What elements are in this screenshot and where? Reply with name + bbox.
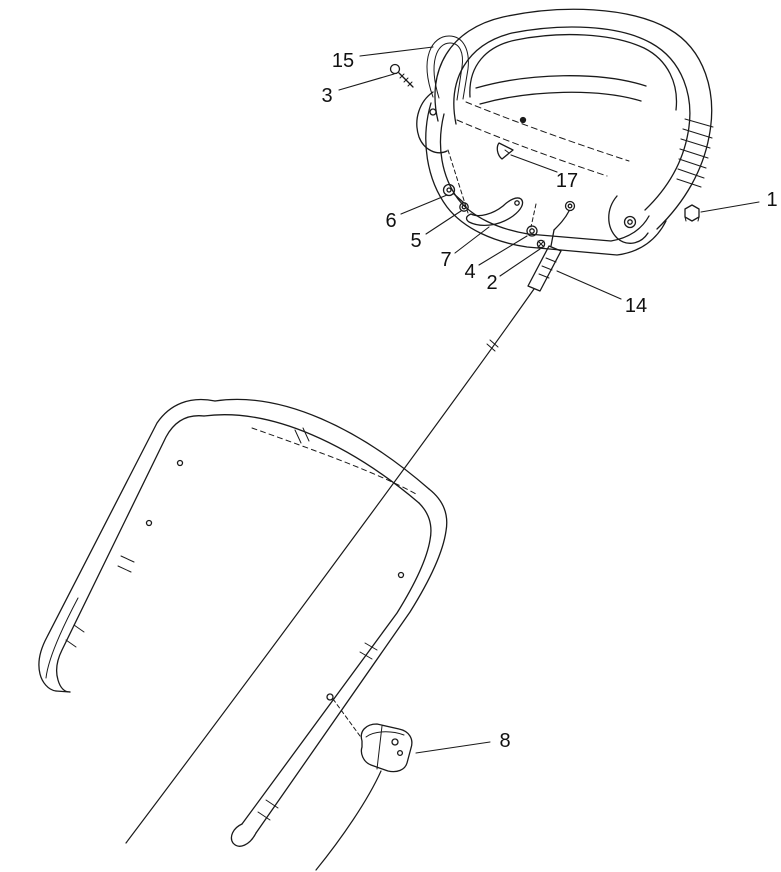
panel-tray-top [475, 75, 647, 89]
screw-17 [496, 142, 514, 160]
left-grip-accent [45, 597, 79, 679]
leader-line-4 [478, 235, 528, 266]
left-grip-ticks [65, 624, 85, 648]
part-label-8: 8 [499, 730, 511, 752]
leader-line-5 [425, 210, 462, 235]
right-grip-ticks [257, 799, 279, 821]
leader-line-15 [359, 46, 434, 57]
crossbar-lower-edge [203, 414, 420, 504]
cable-ferrule [486, 339, 499, 352]
part-label-6: 6 [385, 210, 397, 232]
leader-line-6 [400, 194, 448, 215]
leader-line-17 [510, 154, 558, 173]
hardware [389, 63, 700, 249]
rivet-ticks [117, 427, 378, 660]
handle-loop-inner [453, 26, 691, 211]
left-leg-outer-edge [38, 398, 216, 692]
tube-hole [145, 519, 153, 527]
bolt-6 [442, 183, 465, 204]
right-mount-hole [627, 219, 633, 225]
crossbar-upper-edge [214, 398, 430, 490]
upper-handle-assembly [416, 8, 714, 256]
leader-line-3 [338, 73, 395, 91]
leader-line-8 [415, 741, 491, 754]
nut-1 [684, 204, 700, 222]
left-mount-ear [416, 91, 448, 154]
part-label-3: 3 [321, 85, 333, 107]
bail-wire [426, 35, 469, 101]
nut-5 [459, 202, 469, 212]
bolt-3 [389, 63, 414, 88]
part-label-17: 17 [555, 170, 579, 192]
leader-line-2 [499, 248, 541, 277]
leader-line-1 [700, 201, 760, 213]
clamp-cable [315, 770, 382, 871]
lower-handle [38, 398, 448, 847]
left-leg-tip-cap [55, 690, 71, 693]
cable-end-fitting-14 [527, 200, 576, 292]
cable-clamp-8 [315, 698, 413, 871]
part-label-7: 7 [440, 249, 452, 271]
console-housing-outer [425, 102, 667, 256]
cable-wire [125, 288, 535, 844]
lever-7 [465, 197, 524, 227]
handle-loop-outer [434, 8, 713, 230]
right-leg-outer-edge [255, 488, 448, 834]
console-housing-inner [439, 113, 650, 242]
panel-tray-bottom [479, 91, 642, 105]
leader-line-7 [454, 226, 490, 254]
tube-hole [397, 571, 405, 579]
tube-hole [326, 693, 334, 701]
screw-2 [536, 239, 546, 249]
spring [676, 118, 714, 188]
right-leg-inner-edge [241, 502, 432, 825]
control-cable-assembly [125, 200, 576, 844]
part-label-2: 2 [486, 272, 498, 294]
left-mount-hole [429, 108, 437, 116]
part-label-14: 14 [624, 295, 648, 317]
washer-4 [526, 225, 538, 237]
part-label-1: 1 [766, 189, 778, 211]
tube-hole [176, 459, 184, 467]
right-mount-ring [623, 215, 637, 229]
hidden-lines [447, 101, 630, 228]
leader-lines [338, 46, 760, 754]
handle-loop-rim [469, 33, 678, 111]
part-label-15: 15 [331, 50, 355, 72]
left-leg-inner-edge [55, 415, 205, 693]
leader-line-14 [556, 270, 622, 300]
panel-pivot-dot [519, 116, 527, 124]
part-label-4: 4 [464, 261, 476, 283]
part-label-5: 5 [410, 230, 422, 252]
right-mount-boss [608, 195, 649, 244]
crossbar-hidden-cable [251, 427, 417, 495]
right-leg-tip-cap [230, 823, 257, 847]
